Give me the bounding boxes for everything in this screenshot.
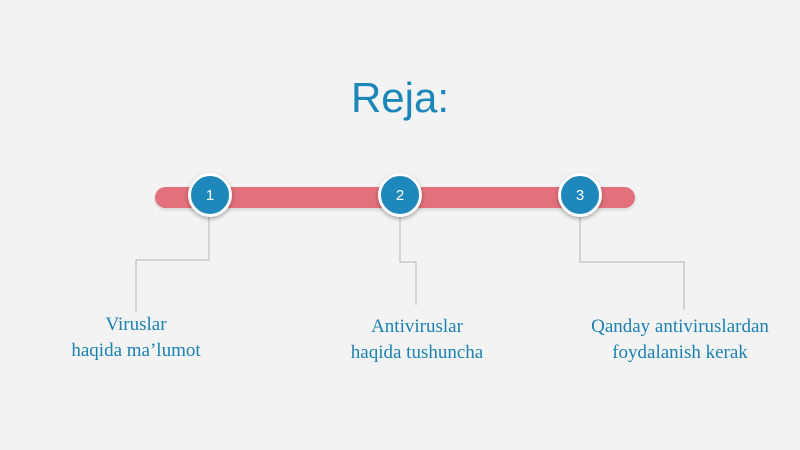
connector-line-3 bbox=[579, 214, 685, 310]
connector-line-1 bbox=[135, 214, 210, 312]
timeline-label-2: Antiviruslar haqida tushuncha bbox=[302, 314, 532, 366]
timeline-label-1-line-1: Viruslar bbox=[105, 314, 167, 335]
timeline-label-2-line-1: Antiviruslar bbox=[371, 316, 463, 337]
timeline-label-3-line-1: Qanday antiviruslardan bbox=[591, 316, 769, 337]
timeline-label-1-line-2: haqida ma’lumot bbox=[71, 340, 201, 361]
slide-title: Reja: bbox=[350, 74, 450, 121]
timeline-label-1: Viruslar haqida ma’lumot bbox=[21, 312, 251, 364]
timeline-marker-1: 1 bbox=[188, 173, 232, 217]
timeline-label-3: Qanday antiviruslardan foydalanish kerak bbox=[565, 314, 795, 366]
timeline-marker-3: 3 bbox=[558, 173, 602, 217]
timeline-marker-2: 2 bbox=[378, 173, 422, 217]
connector-line-2 bbox=[399, 214, 417, 305]
timeline-label-2-line-2: haqida tushuncha bbox=[350, 342, 484, 363]
timeline-label-3-line-2: foydalanish kerak bbox=[612, 342, 748, 363]
